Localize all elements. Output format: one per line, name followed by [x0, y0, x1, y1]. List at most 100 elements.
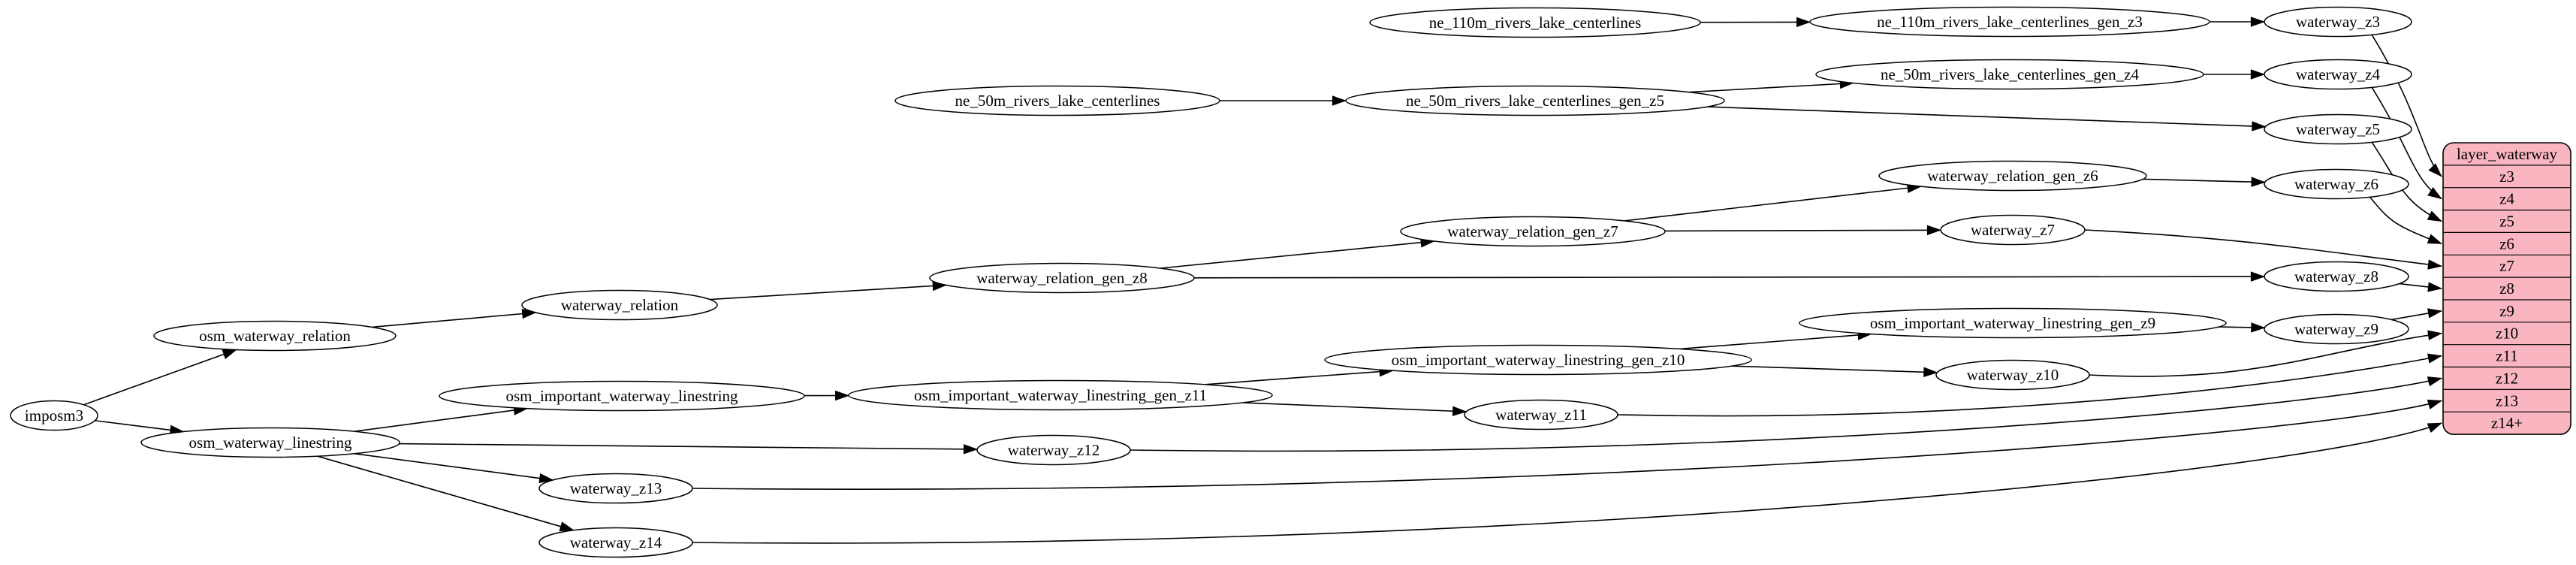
edge-waterway_z11-to-layer_waterway-z11 [1617, 353, 2443, 417]
edge-waterway_relation-to-waterway_relation_gen_z8 [710, 280, 948, 301]
table-row-z12: z12 [2496, 369, 2518, 387]
node-shape-ne_110m_rivers_lake_centerlines [1369, 7, 1701, 38]
node-label-waterway_z11: waterway_z11 [1495, 406, 1587, 424]
edge-waterway_z6-to-layer_waterway-z6 [2368, 195, 2443, 245]
node-ne_50m_rivers_lake_centerlines_gen_z4: ne_50m_rivers_lake_centerlines_gen_z4 [1815, 59, 2204, 90]
edge-osm_important_waterway_linestring_gen_z10-to-waterway_z10 [1731, 365, 1938, 377]
node-osm_important_waterway_linestring_gen_z10: osm_important_waterway_linestring_gen_z1… [1324, 344, 1752, 376]
edge-ne_50m_rivers_lake_centerlines_gen_z5-to-waterway_z5 [1706, 106, 2267, 131]
node-imposm3: imposm3 [10, 400, 98, 431]
node-label-osm_important_waterway_linestring_gen_z9: osm_important_waterway_linestring_gen_z9 [1870, 314, 2155, 332]
layer-waterway-table: layer_waterwayz3z4z5z6z7z8z9z10z11z12z13… [2442, 142, 2571, 435]
edge-waterway_z4-to-layer_waterway-z4 [2370, 86, 2442, 200]
node-ne_50m_rivers_lake_centerlines_gen_z5: ne_50m_rivers_lake_centerlines_gen_z5 [1345, 85, 1725, 116]
node-waterway_z7: waterway_z7 [1940, 214, 2086, 246]
node-waterway_relation: waterway_relation [521, 289, 718, 321]
node-label-waterway_z5: waterway_z5 [2296, 120, 2380, 138]
node-waterway_z4: waterway_z4 [2264, 59, 2412, 90]
node-label-osm_important_waterway_linestring_gen_z11: osm_important_waterway_linestring_gen_z1… [914, 386, 1207, 404]
node-waterway_z14: waterway_z14 [538, 527, 693, 558]
edge-imposm3-to-osm_waterway_linestring [95, 420, 185, 435]
node-shape-waterway_z12 [976, 434, 1131, 466]
node-label-osm_waterway_linestring: osm_waterway_linestring [189, 434, 352, 452]
node-shape-waterway_relation_gen_z7 [1400, 216, 1666, 247]
edge-waterway_z14-to-layer_waterway-z14+ [692, 422, 2443, 544]
node-waterway_relation_gen_z6: waterway_relation_gen_z6 [1878, 160, 2147, 192]
node-waterway_z13: waterway_z13 [538, 473, 693, 504]
edge-osm_important_waterway_linestring_gen_z10-to-osm_important_waterway_linestring_gen_z9 [1679, 330, 1872, 350]
node-shape-osm_waterway_relation [153, 320, 397, 352]
node-label-ne_110m_rivers_lake_centerlines: ne_110m_rivers_lake_centerlines [1429, 14, 1642, 32]
edge-waterway_relation_gen_z7-to-waterway_z7 [1664, 225, 1942, 236]
nodes: imposm3 osm_waterway_relation osm_waterway… [10, 6, 2412, 558]
node-shape-ne_50m_rivers_lake_centerlines [894, 85, 1220, 116]
edge-ne_50m_rivers_lake_centerlines_gen_z5-to-ne_50m_rivers_lake_centerlines_gen_z4 [1688, 78, 1855, 93]
node-label-osm_important_waterway_linestring_gen_z10: osm_important_waterway_linestring_gen_z1… [1392, 351, 1685, 369]
node-label-ne_50m_rivers_lake_centerlines_gen_z4: ne_50m_rivers_lake_centerlines_gen_z4 [1881, 65, 2140, 83]
node-shape-waterway_z13 [538, 473, 693, 504]
node-label-waterway_z13: waterway_z13 [570, 479, 662, 497]
node-label-osm_important_waterway_linestring: osm_important_waterway_linestring [505, 387, 738, 405]
node-label-osm_waterway_relation: osm_waterway_relation [199, 327, 351, 345]
node-osm_important_waterway_linestring_gen_z9: osm_important_waterway_linestring_gen_z9 [1799, 307, 2227, 339]
edge-osm_important_waterway_linestring_gen_z9-to-waterway_z9 [2219, 322, 2266, 333]
node-waterway_z11: waterway_z11 [1464, 399, 1618, 431]
node-ne_110m_rivers_lake_centerlines: ne_110m_rivers_lake_centerlines [1369, 7, 1701, 38]
node-shape-waterway_z14 [538, 527, 693, 558]
node-shape-waterway_z5 [2264, 113, 2412, 145]
table-header: layer_waterway [2457, 145, 2558, 163]
node-label-imposm3: imposm3 [25, 406, 83, 425]
node-shape-waterway_z7 [1940, 214, 2086, 246]
table-outline [2442, 142, 2571, 435]
node-waterway_z10: waterway_z10 [1935, 359, 2090, 391]
edge-waterway_z8-to-layer_waterway-z8 [2399, 282, 2443, 292]
node-label-waterway_z9: waterway_z9 [2294, 320, 2378, 338]
node-shape-osm_important_waterway_linestring_gen_z9 [1799, 307, 2227, 339]
edge-osm_important_waterway_linestring_gen_z11-to-waterway_z11 [1243, 402, 1467, 416]
node-label-waterway_z4: waterway_z4 [2296, 65, 2380, 83]
node-shape-waterway_relation [521, 289, 718, 321]
edge-osm_waterway_linestring-to-waterway_z12 [399, 443, 979, 455]
node-label-waterway_z8: waterway_z8 [2294, 267, 2378, 286]
table-row-z14+: z14+ [2491, 414, 2523, 432]
node-label-ne_110m_rivers_lake_centerlines_gen_z3: ne_110m_rivers_lake_centerlines_gen_z3 [1877, 13, 2143, 31]
node-osm_important_waterway_linestring_gen_z11: osm_important_waterway_linestring_gen_z1… [848, 379, 1273, 411]
table-row-z10: z10 [2496, 325, 2518, 343]
edge-osm_waterway_linestring-to-waterway_z14 [317, 455, 575, 532]
node-shape-imposm3 [10, 400, 98, 431]
edge-osm_waterway_linestring-to-osm_important_waterway_linestring [354, 405, 529, 432]
edge-waterway_z7-to-layer_waterway-z7 [2084, 229, 2443, 270]
edge-waterway_relation_gen_z8-to-waterway_relation_gen_z7 [1160, 237, 1435, 269]
node-waterway_z12: waterway_z12 [976, 434, 1131, 466]
node-shape-osm_important_waterway_linestring_gen_z11 [848, 379, 1273, 411]
table-row-z3: z3 [2499, 168, 2514, 186]
node-shape-waterway_z6 [2264, 168, 2409, 200]
edge-osm_important_waterway_linestring_gen_z11-to-osm_important_waterway_linestring_gen_z10 [1205, 366, 1394, 385]
table-row-z11: z11 [2496, 347, 2518, 365]
node-shape-ne_50m_rivers_lake_centerlines_gen_z4 [1815, 59, 2204, 90]
node-waterway_z5: waterway_z5 [2264, 113, 2412, 145]
node-shape-waterway_z11 [1464, 399, 1618, 431]
edge-imposm3-to-osm_waterway_relation [83, 349, 237, 406]
table-row-z8: z8 [2499, 279, 2514, 298]
edge-osm_waterway_relation-to-waterway_relation [372, 308, 537, 328]
node-shape-waterway_relation_gen_z6 [1878, 160, 2147, 192]
node-shape-ne_110m_rivers_lake_centerlines_gen_z3 [1809, 6, 2210, 38]
edge-waterway_z9-to-layer_waterway-z9 [2391, 308, 2443, 321]
node-ne_110m_rivers_lake_centerlines_gen_z3: ne_110m_rivers_lake_centerlines_gen_z3 [1809, 6, 2210, 38]
edge-waterway_z12-to-layer_waterway-z12 [1130, 376, 2443, 452]
node-osm_waterway_relation: osm_waterway_relation [153, 320, 397, 352]
table-row-z13: z13 [2496, 391, 2518, 409]
node-shape-waterway_z4 [2264, 59, 2412, 90]
edges [83, 17, 2443, 544]
edge-waterway_relation_gen_z7-to-waterway_relation_gen_z6 [1624, 183, 1922, 222]
edge-waterway_z13-to-layer_waterway-z13 [692, 399, 2443, 490]
node-label-waterway_z14: waterway_z14 [570, 533, 662, 551]
node-shape-waterway_z8 [2264, 261, 2409, 292]
node-label-waterway_z7: waterway_z7 [1971, 221, 2055, 239]
node-label-waterway_relation_gen_z7: waterway_relation_gen_z7 [1447, 222, 1618, 240]
edge-waterway_relation_gen_z6-to-waterway_z6 [2143, 177, 2266, 187]
table-row-z9: z9 [2499, 302, 2514, 320]
edge-waterway_z10-to-layer_waterway-z10 [2089, 330, 2443, 377]
